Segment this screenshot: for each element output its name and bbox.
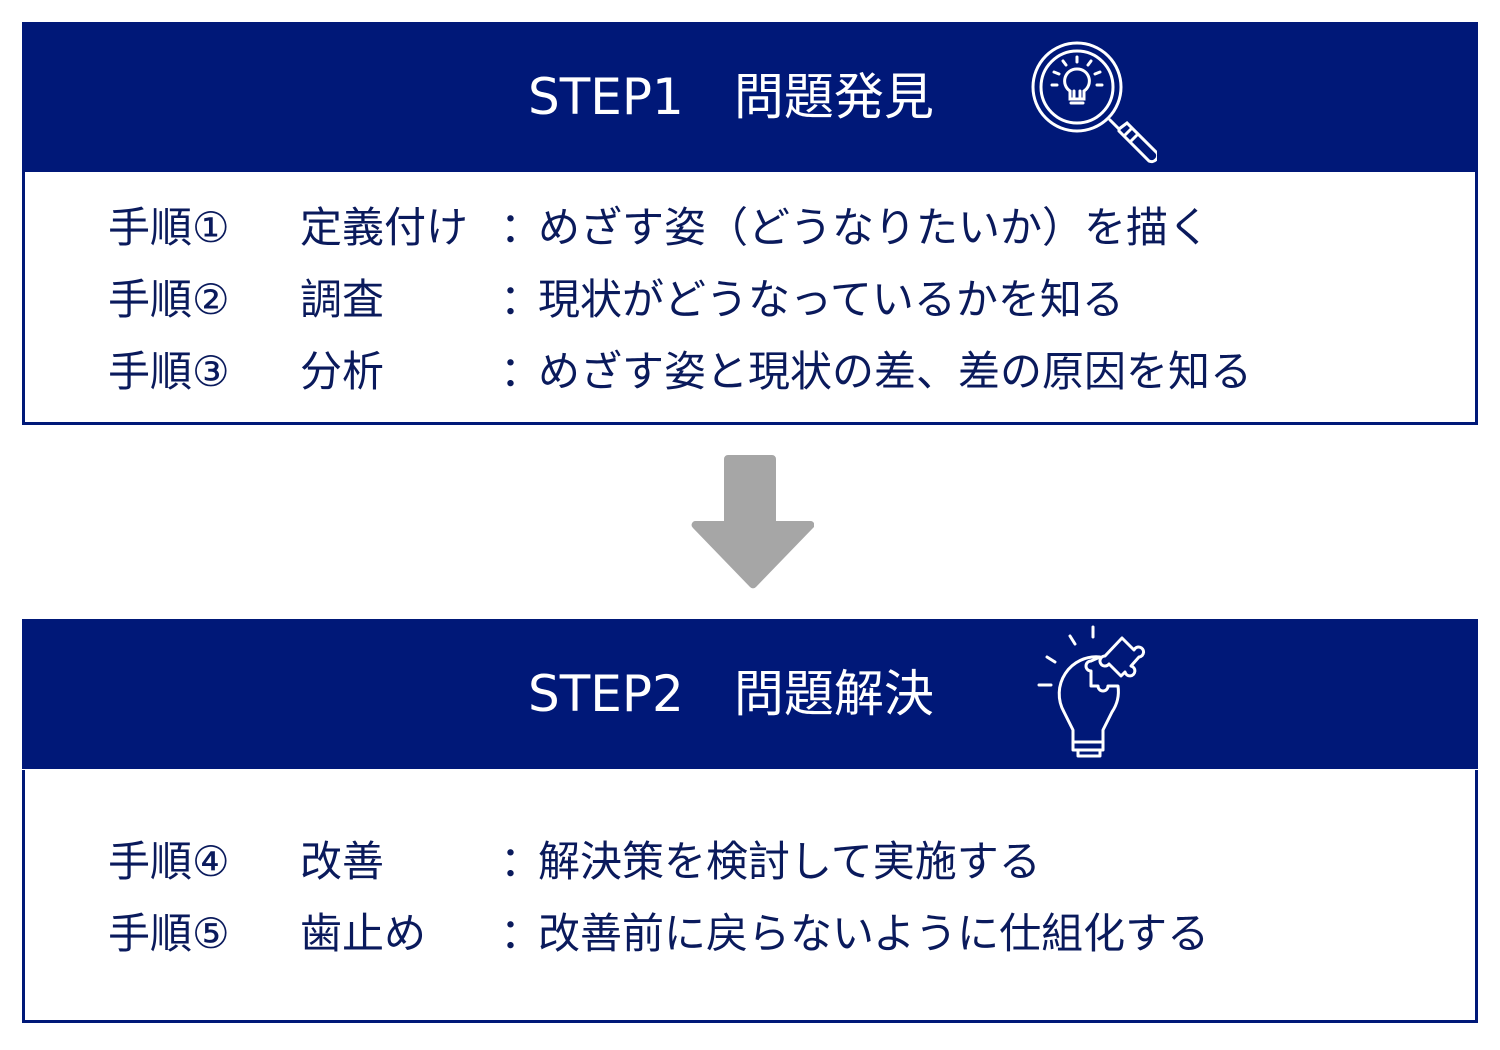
step-label: 手順① [108,203,230,252]
step-description: めざす姿と現状の差、差の原因を知る [538,347,1253,396]
step-description: 改善前に戻らないように仕組化する [538,909,1210,958]
step-name: 定義付け [300,203,469,252]
step-name: 調査 [300,275,385,324]
separator: ： [500,909,543,958]
separator: ： [500,347,543,396]
step-name: 分析 [300,347,385,396]
step-label: 手順④ [108,837,230,886]
step2-title: STEP2 問題解決 [528,665,934,723]
step-name: 歯止め [300,909,427,958]
step1-header: STEP1 問題発見 [22,22,1478,172]
step-description: 現状がどうなっているかを知る [538,275,1124,324]
step2-header: STEP2 問題解決 [22,619,1478,769]
step-label: 手順③ [108,347,230,396]
step1-box: 手順① 定義付け ： めざす姿（どうなりたいか）を描く 手順② 調査 ： 現状が… [22,172,1478,425]
separator: ： [500,203,543,252]
step-name: 改善 [300,837,385,886]
separator: ： [500,837,543,886]
step-label: 手順② [108,275,230,324]
separator: ： [500,275,543,324]
step-description: 解決策を検討して実施する [538,837,1041,886]
lightbulb-puzzle-icon [1037,625,1146,758]
step-description: めざす姿（どうなりたいか）を描く [538,203,1211,252]
step1-title: STEP1 問題発見 [528,68,934,126]
step-label: 手順⑤ [108,909,230,958]
magnifier-lightbulb-icon [1031,41,1157,164]
step2-box: 手順④ 改善 ： 解決策を検討して実施する 手順⑤ 歯止め ： 改善前に戻らない… [22,770,1478,1023]
arrow-down-icon [691,455,814,589]
